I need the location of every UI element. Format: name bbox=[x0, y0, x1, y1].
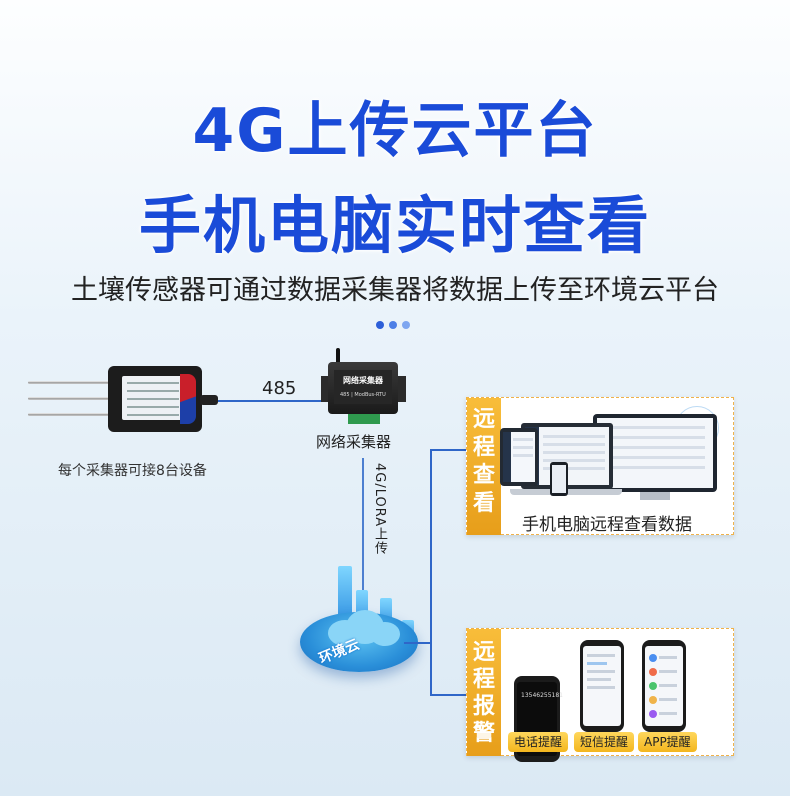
sensor-note: 每个采集器可接8台设备 bbox=[58, 463, 207, 479]
sms-phone-icon bbox=[580, 640, 624, 732]
pagination-dots bbox=[376, 321, 410, 329]
branch-line bbox=[430, 449, 432, 695]
call-number: 13546255181 bbox=[521, 692, 563, 699]
app-alert-badge: APP提醒 bbox=[638, 732, 697, 752]
call-alert-badge: 电话提醒 bbox=[508, 732, 569, 752]
tablet-icon bbox=[500, 428, 538, 486]
subtitle: 土壤传感器可通过数据采集器将数据上传至环境云平台 bbox=[71, 275, 719, 306]
dot-1 bbox=[376, 321, 384, 329]
rs485-line bbox=[218, 400, 330, 402]
uplink-line bbox=[362, 458, 364, 604]
monitor-stand bbox=[640, 492, 670, 500]
dot-2 bbox=[389, 321, 397, 329]
collector-device-subtext: 485 | ModBus-RTU bbox=[340, 392, 386, 398]
collector-name: 网络采集器 bbox=[316, 433, 392, 451]
collector-device-text: 网络采集器 bbox=[343, 376, 383, 385]
remote-alarm-tab: 远程报警 bbox=[467, 629, 501, 756]
dot-3 bbox=[402, 321, 410, 329]
rs485-label: 485 bbox=[262, 378, 297, 399]
remote-view-caption: 手机电脑远程查看数据 bbox=[522, 515, 692, 535]
uplink-label: 4G/LORA上传 bbox=[372, 463, 387, 556]
app-phone-icon bbox=[642, 640, 686, 732]
branch-bottom bbox=[430, 694, 466, 696]
monitor-icon bbox=[593, 414, 717, 492]
branch-top bbox=[430, 449, 466, 451]
title-line-2: 手机电脑实时查看 bbox=[138, 189, 651, 262]
sms-alert-badge: 短信提醒 bbox=[574, 732, 635, 752]
cloud-link bbox=[404, 642, 430, 644]
title-line-1: 4G上传云平台 bbox=[192, 96, 598, 166]
remote-view-tab: 远程查看 bbox=[467, 398, 501, 535]
phone-icon bbox=[550, 462, 568, 496]
